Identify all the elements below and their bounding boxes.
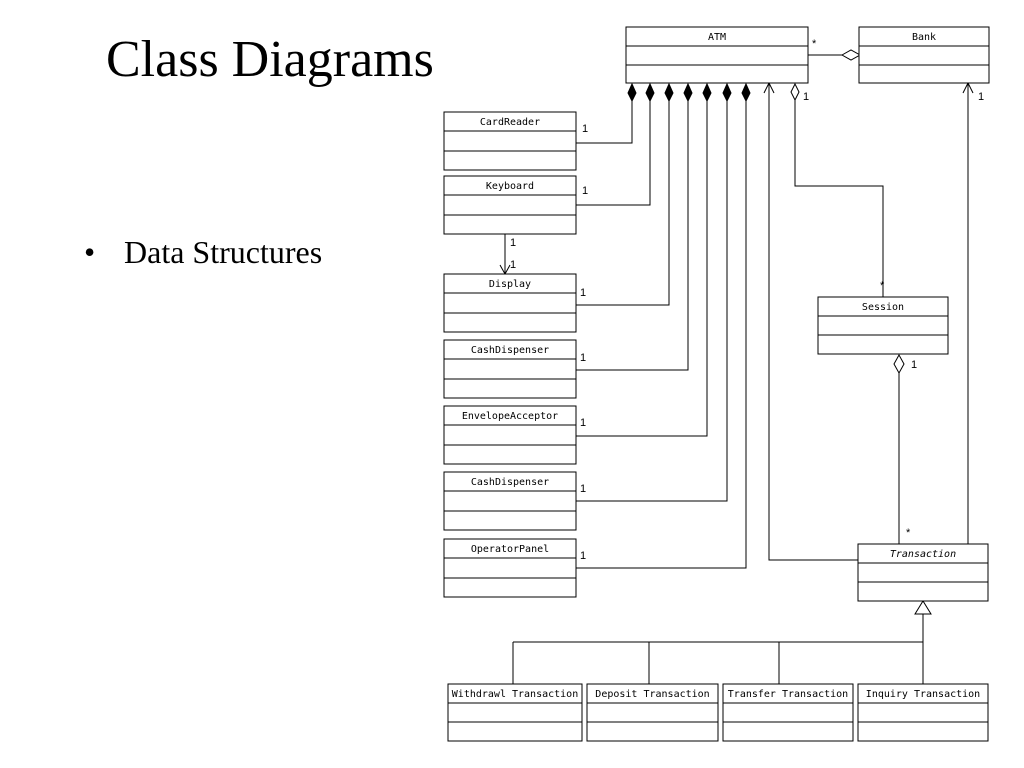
multiplicity-keyboard-display-top: 1 bbox=[510, 237, 516, 249]
class-name: CashDispenser bbox=[471, 345, 549, 356]
transaction-atm-association bbox=[768, 83, 858, 561]
class-cash-dispenser-2[interactable]: CashDispenser bbox=[443, 471, 577, 531]
class-deposit-transaction[interactable]: Deposit Transaction bbox=[586, 683, 719, 742]
class-box bbox=[443, 471, 577, 531]
class-box bbox=[443, 111, 577, 171]
class-box bbox=[625, 26, 809, 84]
class-operator-panel[interactable]: OperatorPanel bbox=[443, 538, 577, 598]
class-name: OperatorPanel bbox=[471, 544, 549, 555]
display-diamond bbox=[664, 82, 674, 103]
class-card-reader[interactable]: CardReader bbox=[443, 111, 577, 171]
keyboard-diamond bbox=[645, 82, 655, 103]
class-name: Session bbox=[862, 302, 904, 313]
class-box bbox=[447, 683, 583, 742]
envelope-acceptor-composition bbox=[576, 100, 708, 437]
multiplicity-card-reader: 1 bbox=[582, 123, 588, 135]
multiplicity-cash-dispenser-1: 1 bbox=[580, 352, 586, 364]
class-transaction[interactable]: Transaction bbox=[857, 543, 989, 602]
session-transaction-aggregation-diamond bbox=[893, 353, 905, 375]
cash-dispenser-2-diamond bbox=[722, 82, 732, 103]
class-name: EnvelopeAcceptor bbox=[462, 411, 558, 422]
class-name: CardReader bbox=[480, 117, 540, 128]
class-box bbox=[586, 683, 719, 742]
multiplicity-keyboard-display-bottom: 1 bbox=[510, 259, 516, 271]
bullet-text: Data Structures bbox=[124, 234, 323, 270]
class-box bbox=[857, 683, 989, 742]
class-box bbox=[443, 175, 577, 235]
class-name: ATM bbox=[708, 32, 726, 43]
card-reader-composition bbox=[576, 100, 633, 144]
bullet-list: • Data Structures bbox=[84, 236, 322, 268]
class-envelope-acceptor[interactable]: EnvelopeAcceptor bbox=[443, 405, 577, 465]
class-box bbox=[443, 273, 577, 333]
multiplicity-cash-dispenser-2: 1 bbox=[580, 483, 586, 495]
class-bank[interactable]: Bank bbox=[858, 26, 990, 84]
bullet-item: • Data Structures bbox=[84, 236, 322, 268]
class-display[interactable]: Display bbox=[443, 273, 577, 333]
multiplicity-session-transaction: 1 bbox=[911, 359, 917, 371]
class-box bbox=[443, 538, 577, 598]
class-atm[interactable]: ATM bbox=[625, 26, 809, 84]
slide-title: Class Diagrams bbox=[106, 31, 434, 88]
class-keyboard[interactable]: Keyboard bbox=[443, 175, 577, 235]
generalization-triangle bbox=[914, 600, 932, 615]
class-box bbox=[817, 296, 949, 355]
multiplicity-bank-transaction: 1 bbox=[978, 91, 984, 103]
atm-session-aggregation bbox=[794, 100, 884, 297]
multiplicity-labels: * 1 1 1 1 1 1 1 1 1 1 1 * 1 * bbox=[510, 38, 984, 562]
connectors bbox=[499, 54, 974, 684]
class-withdrawl-transaction[interactable]: Withdrawl Transaction bbox=[447, 683, 583, 742]
class-name: Transfer Transaction bbox=[728, 689, 848, 700]
class-box bbox=[857, 543, 989, 602]
class-box bbox=[858, 26, 990, 84]
class-name: CashDispenser bbox=[471, 477, 549, 488]
card-reader-diamond bbox=[627, 82, 637, 103]
display-composition bbox=[576, 100, 670, 306]
class-name: Bank bbox=[912, 32, 936, 43]
class-box bbox=[443, 405, 577, 465]
markers bbox=[627, 49, 932, 615]
class-name: Display bbox=[489, 279, 531, 290]
multiplicity-operator-panel: 1 bbox=[580, 550, 586, 562]
cash-dispenser-1-diamond bbox=[683, 82, 693, 103]
class-name: Keyboard bbox=[486, 181, 534, 192]
class-name: Inquiry Transaction bbox=[866, 689, 980, 700]
class-name: Transaction bbox=[890, 549, 956, 560]
operator-panel-diamond bbox=[741, 82, 751, 103]
multiplicity-display: 1 bbox=[580, 287, 586, 299]
multiplicity-atm-bank: * bbox=[812, 38, 817, 50]
bullet-marker: • bbox=[84, 234, 96, 270]
class-cash-dispenser-1[interactable]: CashDispenser bbox=[443, 339, 577, 399]
class-box bbox=[443, 339, 577, 399]
class-boxes[interactable]: ATM BankCardReaderKeyboardDisplayCashDisp… bbox=[443, 26, 990, 742]
keyboard-composition bbox=[576, 100, 651, 206]
multiplicity-envelope-acceptor: 1 bbox=[580, 417, 586, 429]
multiplicity-transaction-session: * bbox=[906, 527, 911, 539]
cash-dispenser-1-composition bbox=[576, 100, 689, 371]
class-name: Deposit Transaction bbox=[595, 689, 709, 700]
class-name: Withdrawl Transaction bbox=[452, 689, 578, 700]
envelope-acceptor-diamond bbox=[702, 82, 712, 103]
class-box bbox=[722, 683, 854, 742]
class-session[interactable]: Session bbox=[817, 296, 949, 355]
class-inquiry-transaction[interactable]: Inquiry Transaction bbox=[857, 683, 989, 742]
multiplicity-atm-session: 1 bbox=[803, 91, 809, 103]
cash-dispenser-2-composition bbox=[576, 100, 728, 502]
multiplicity-keyboard: 1 bbox=[582, 185, 588, 197]
atm-session-aggregation-diamond bbox=[790, 82, 800, 102]
class-transfer-transaction[interactable]: Transfer Transaction bbox=[722, 683, 854, 742]
multiplicity-session-atm: * bbox=[880, 280, 885, 292]
atm-bank-aggregation-diamond bbox=[840, 49, 862, 61]
operator-panel-composition bbox=[576, 100, 747, 569]
